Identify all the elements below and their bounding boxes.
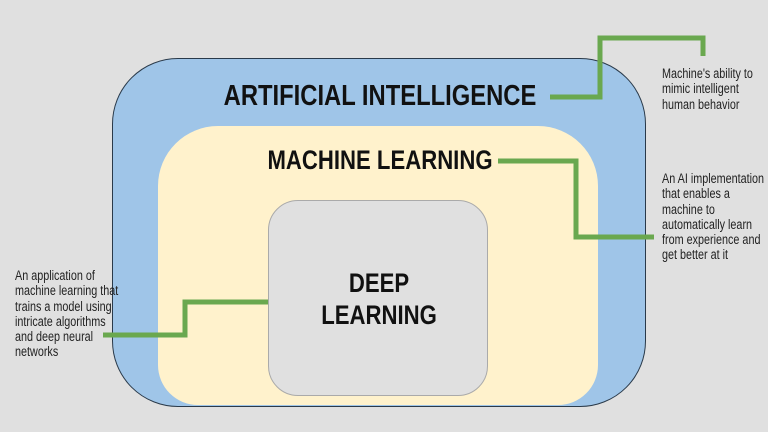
ml-connector xyxy=(498,158,654,240)
dl-connector xyxy=(103,299,268,338)
dl-title: DEEP LEARNING xyxy=(321,268,437,330)
ai-title: ARTIFICIAL INTELLIGENCE xyxy=(223,80,537,112)
ai-connector xyxy=(550,35,706,100)
dl-description: An application of machine learning that … xyxy=(15,268,119,360)
dl-region xyxy=(268,200,488,396)
ml-title: MACHINE LEARNING xyxy=(267,145,493,175)
ai-description: Machine's ability to mimic intelligent h… xyxy=(662,66,753,112)
ml-description: An AI implementation that enables a mach… xyxy=(662,171,765,263)
